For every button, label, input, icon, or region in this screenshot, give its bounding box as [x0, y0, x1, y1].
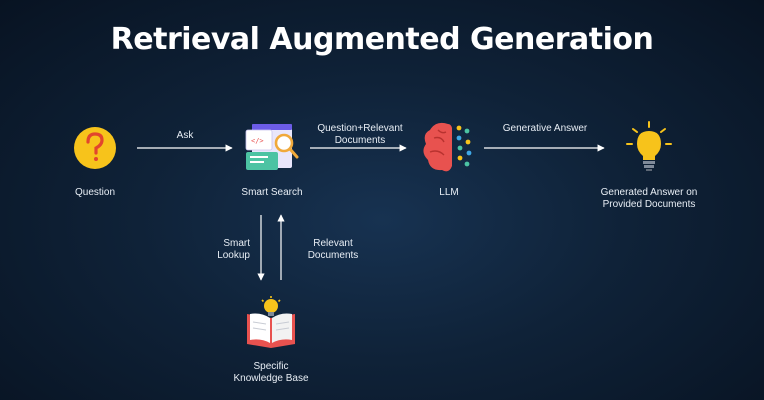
node-label-answer: Generated Answer on Provided Documents [600, 187, 698, 210]
search-window-icon: </> [245, 124, 299, 170]
lightbulb-icon [626, 121, 672, 171]
node-label-llm: LLM [439, 187, 459, 198]
edge-label-question-relevant: Question+Relevant Documents [317, 123, 403, 146]
edge-label-generative-answer: Generative Answer [502, 123, 588, 134]
node-label-knowledge-base: Specific Knowledge Base [233, 361, 309, 384]
brain-icon [423, 122, 472, 172]
node-label-smart-search: Smart Search [241, 187, 303, 198]
node-label-question: Question [74, 187, 116, 198]
question-mark-icon [74, 127, 116, 169]
edge-label-smart-lookup: Smart Lookup [217, 238, 250, 261]
edge-label-relevant-documents: Relevant Documents [307, 238, 359, 261]
svg-text:</>: </> [251, 137, 264, 145]
edge-label-ask: Ask [176, 130, 194, 141]
page-title: Retrieval Augmented Generation [110, 22, 654, 57]
open-book-icon [247, 296, 295, 348]
